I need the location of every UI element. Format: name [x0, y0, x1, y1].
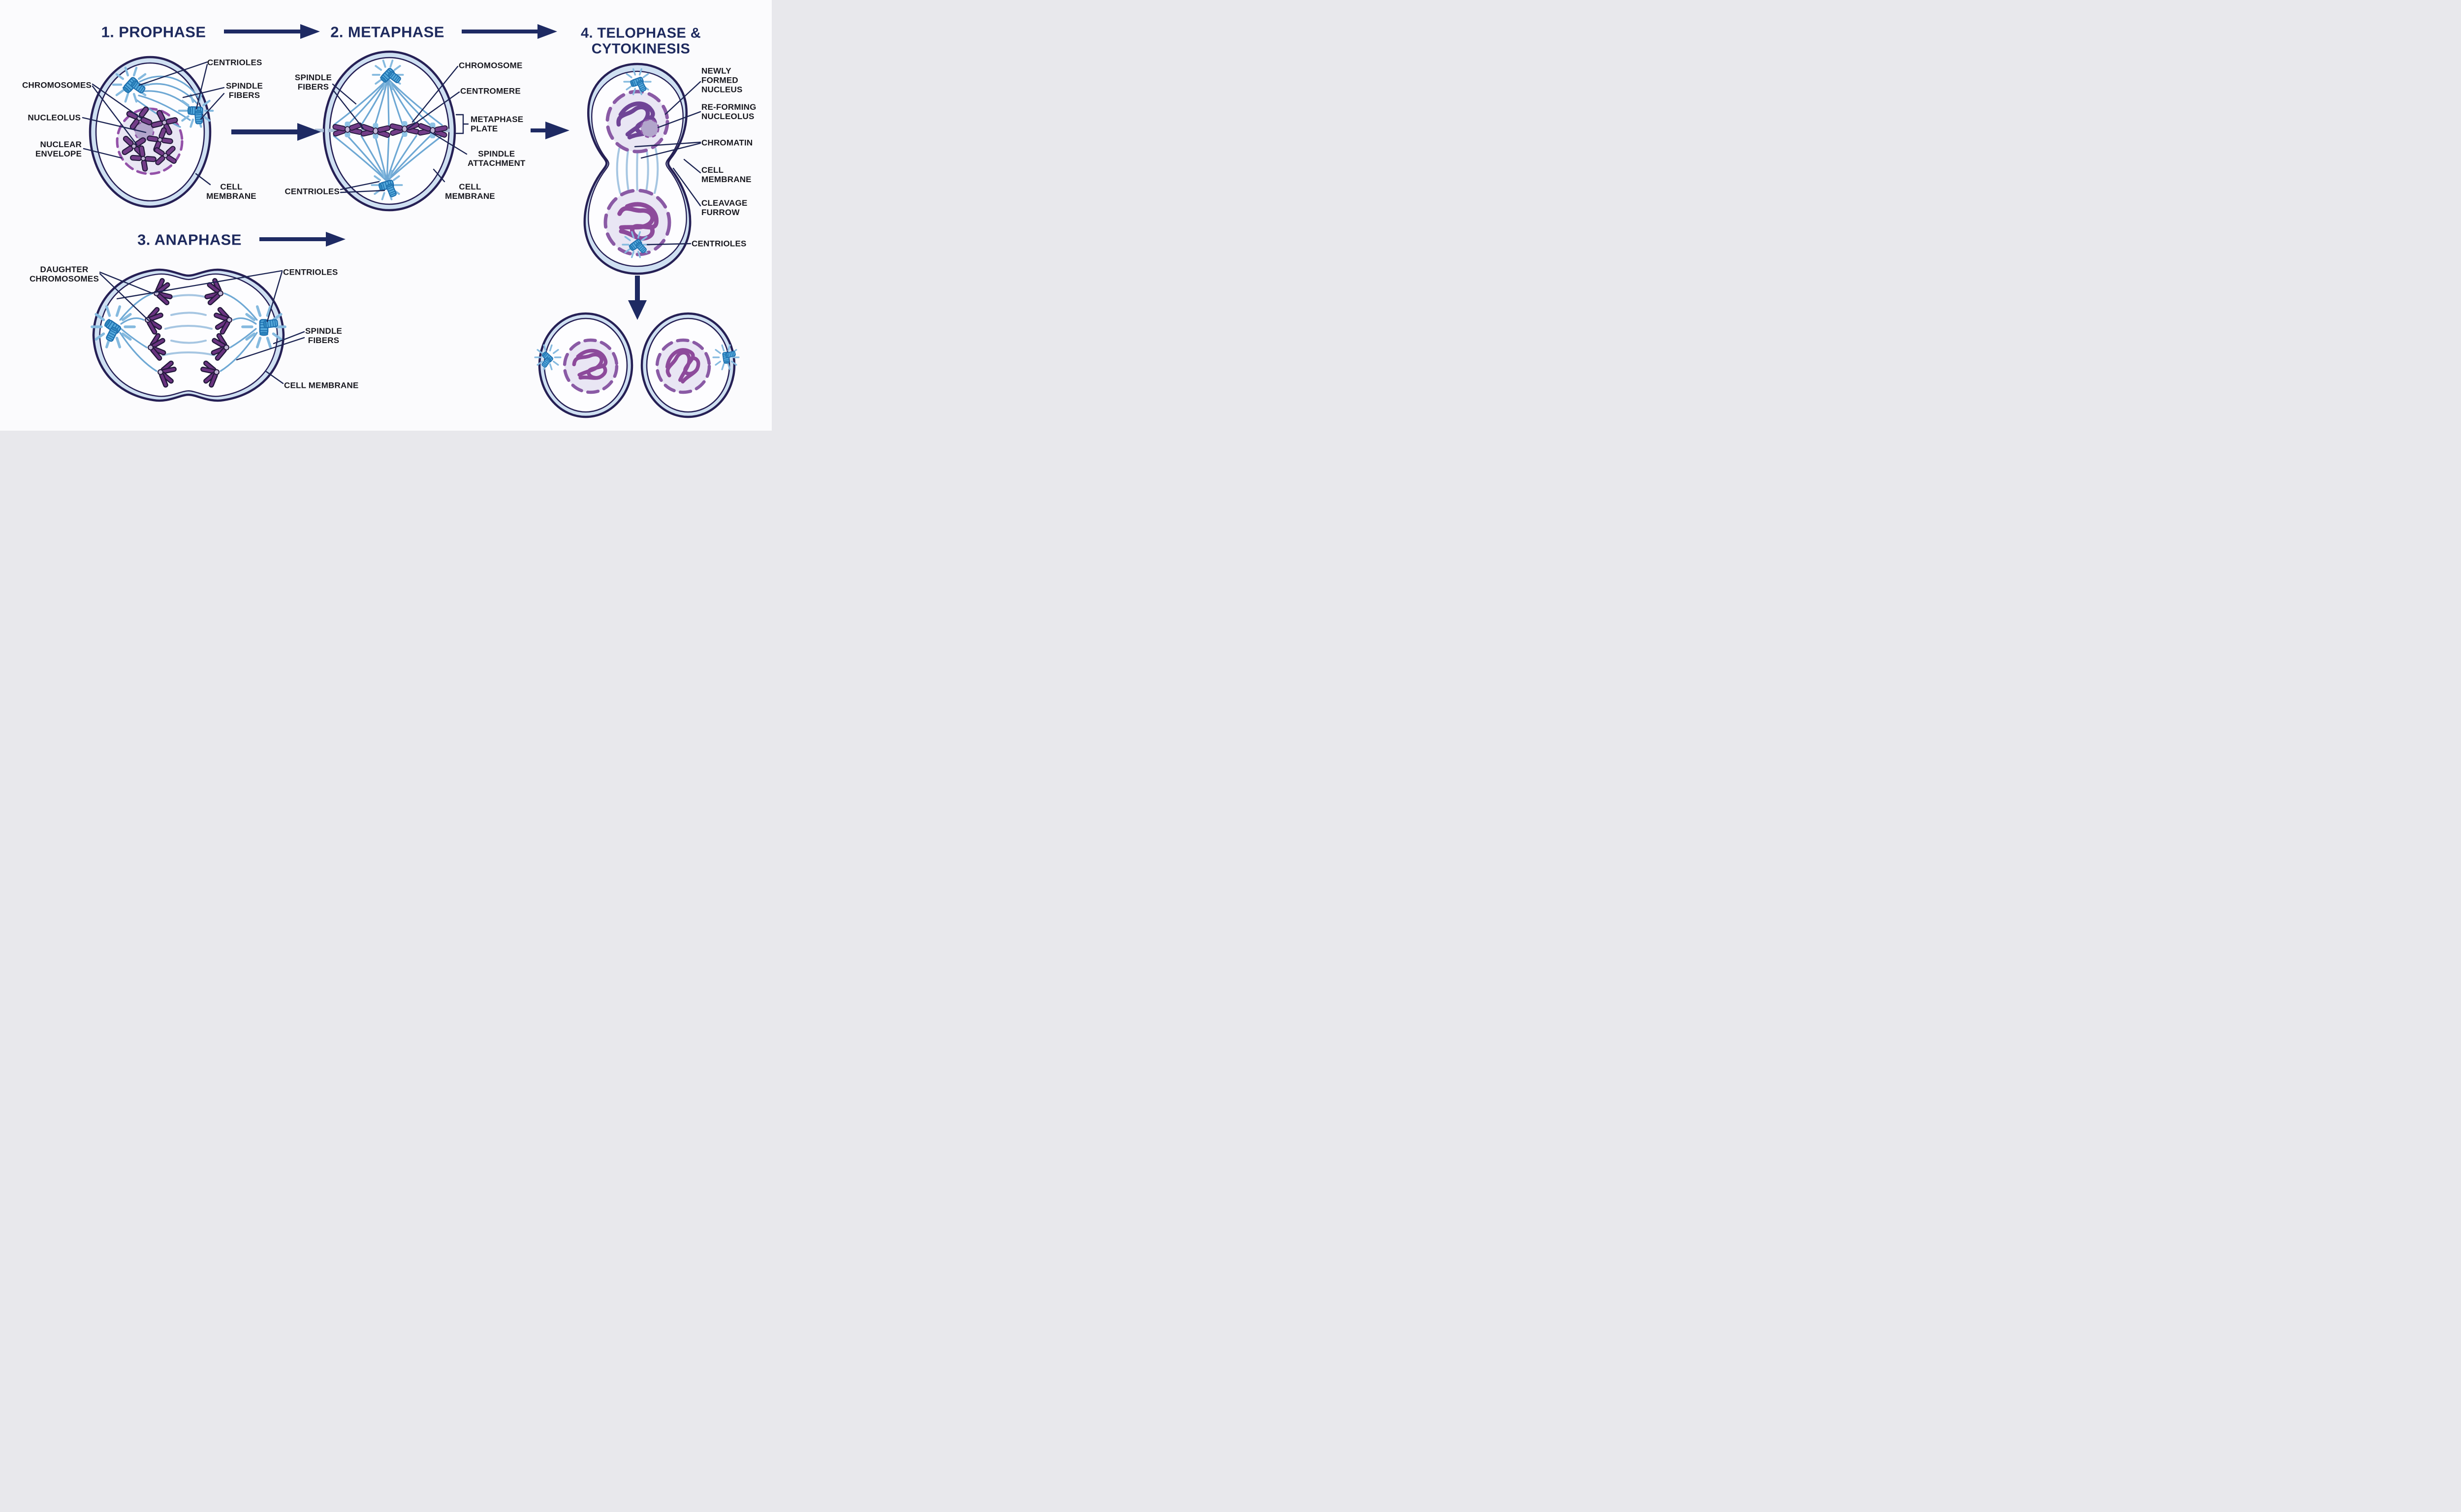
label-metaphase-spindle-fibers: SPINDLE FIBERS [294, 72, 332, 92]
stage-title-prophase: 1. PROPHASE [101, 23, 206, 41]
telophase-cell [583, 63, 692, 275]
label-anaphase-centrioles: CENTRIOLES [283, 267, 338, 277]
label-prophase-spindle-fibers: SPINDLE FIBERS [226, 81, 263, 100]
leader-lines-anaphase [99, 270, 305, 384]
anaphase-cell [92, 268, 285, 402]
label-metaphase-centromere: CENTROMERE [460, 86, 521, 96]
leader-lines-metaphase [332, 65, 469, 193]
stage-title-telophase: 4. TELOPHASE & CYTOKINESIS [580, 25, 701, 57]
label-metaphase-spindle-attachment: SPINDLE ATTACHMENT [468, 149, 526, 168]
label-metaphase-chromosome: CHROMOSOME [459, 61, 523, 70]
arrow-metaphase-to-telophase [531, 122, 569, 139]
stage-title-anaphase: 3. ANAPHASE [137, 231, 242, 249]
prophase-cell [89, 56, 213, 208]
label-telophase-cell-membrane: CELL MEMBRANE [701, 165, 752, 184]
leader-lines-prophase [82, 61, 225, 186]
label-prophase-cell-membrane: CELL MEMBRANE [206, 182, 256, 201]
label-metaphase-plate: METAPHASE PLATE [471, 114, 524, 133]
label-telophase-centrioles: CENTRIOLES [692, 239, 747, 249]
arrow-after-metaphase-title [462, 24, 557, 39]
stage-title-metaphase: 2. METAPHASE [330, 23, 444, 41]
diagram-art [82, 24, 740, 418]
label-anaphase-spindle-fibers: SPINDLE FIBERS [305, 326, 343, 345]
label-anaphase-cell-membrane: CELL MEMBRANE [284, 380, 359, 390]
label-metaphase-centrioles: CENTRIOLES [284, 187, 340, 196]
label-metaphase-cell-membrane: CELL MEMBRANE [445, 182, 495, 201]
arrow-after-anaphase-title [259, 232, 346, 247]
label-prophase-centrioles: CENTRIOLES [207, 58, 262, 67]
telophase-nucleolus [640, 119, 660, 138]
daughter-cell-left [534, 312, 633, 418]
mitosis-diagram: 1. PROPHASE 2. METAPHASE 3. ANAPHASE 4. … [0, 0, 772, 431]
label-anaphase-daughter-chromosomes: DAUGHTER CHROMOSOMES [29, 264, 99, 284]
telophase-nucleus-top [605, 90, 669, 154]
telophase-spindle-remnants [616, 148, 659, 196]
label-telophase-chromatin: CHROMATIN [701, 138, 753, 148]
leader-lines-telophase [634, 81, 701, 246]
label-prophase-nuclear-envelope: NUCLEAR ENVELOPE [35, 139, 82, 158]
arrow-prophase-to-metaphase [231, 123, 321, 141]
label-telophase-cleavage-furrow: CLEAVAGE FURROW [701, 198, 748, 217]
anaphase-spindle-fibers [119, 292, 258, 372]
telophase-nucleus-bottom [603, 189, 671, 256]
flow-arrows [224, 24, 647, 320]
label-prophase-nucleolus: NUCLEOLUS [28, 113, 81, 123]
daughter-cell-right [640, 312, 740, 418]
arrow-telophase-to-daughters [628, 276, 647, 320]
label-telophase-newly-formed-nucleus: NEWLY FORMED NUCLEUS [701, 66, 743, 94]
label-telophase-reforming-nucleolus: RE-FORMING NUCLEOLUS [701, 102, 757, 121]
label-prophase-chromosomes: CHROMOSOMES [22, 80, 92, 90]
arrow-after-prophase-title [224, 24, 320, 39]
